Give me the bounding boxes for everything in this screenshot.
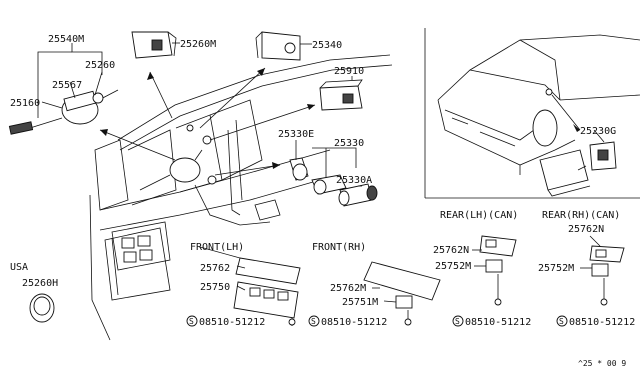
combination-switch: [8, 89, 119, 135]
leader-25330: [312, 147, 357, 168]
label-usa: USA: [10, 262, 28, 273]
leader-25540M-left: [37, 51, 72, 118]
leader-25762N-rh: [589, 235, 601, 247]
callout-25160: 25160: [10, 98, 40, 109]
leader-25751M: [383, 300, 397, 303]
callout-25330E: 25330E: [278, 129, 314, 140]
callout-25752M-lh: 25752M: [435, 261, 471, 272]
leader-25260: [94, 71, 103, 96]
callout-25260M: 25260M: [180, 39, 216, 50]
screw-symbol-3: S: [455, 317, 460, 326]
inset-frame: [424, 28, 640, 199]
label-rear-lh-can: REAR(LH)(CAN): [440, 210, 518, 221]
callout-25762N-rh: 25762N: [568, 224, 604, 235]
callout-25750: 25750: [200, 282, 230, 293]
callout-25910: 25910: [334, 66, 364, 77]
screw-part-2: 08510-51212: [321, 317, 387, 328]
label-front-rh: FRONT(RH): [312, 242, 366, 253]
callout-25762-front: 25762: [200, 263, 230, 274]
front-rh-window-switch: [363, 261, 441, 326]
callout-25540M: 25540M: [48, 34, 84, 45]
guide-front-lh: [199, 246, 241, 259]
switch-25260M: [131, 31, 177, 59]
switch-25340: [255, 31, 301, 61]
leader-25540M: [71, 43, 103, 75]
leader-25762-front: [236, 265, 246, 269]
arrow-lines: [99, 67, 316, 176]
leader-25567: [69, 81, 76, 99]
callout-25752M-rh: 25752M: [538, 263, 574, 274]
switch-25230G: [539, 141, 617, 197]
arrow-car-switch: [573, 124, 580, 132]
callout-25260: 25260: [85, 60, 115, 71]
car-illustration: [437, 34, 640, 175]
front-lh-window-switch: [233, 257, 301, 326]
screw-part-3: 08510-51212: [465, 317, 531, 328]
screw-symbol-1: S: [189, 317, 194, 326]
callout-25230G: 25230G: [580, 126, 616, 137]
rear-rh-window-switch: [589, 245, 625, 306]
callout-25330A: 25330A: [336, 175, 372, 186]
leader-25160: [41, 101, 63, 109]
callout-25751M: 25751M: [342, 297, 378, 308]
leader-25750: [236, 285, 246, 291]
footer-code: ^25 * 00 9: [578, 359, 626, 368]
callout-25340: 25340: [312, 40, 342, 51]
screw-symbols: S S S S: [186, 315, 568, 327]
callout-25762M: 25762M: [330, 283, 366, 294]
knob-25260H: [29, 293, 55, 323]
screw-part-4: 08510-51212: [569, 317, 635, 328]
switch-25910: [319, 79, 363, 111]
screw-symbol-4: S: [559, 317, 564, 326]
callout-25330: 25330: [334, 138, 364, 149]
callout-25567: 25567: [52, 80, 82, 91]
leader-25230G: [593, 129, 605, 143]
screw-symbol-2: S: [311, 317, 316, 326]
rear-lh-window-switch: [479, 235, 517, 306]
callout-25762N-lh: 25762N: [433, 245, 469, 256]
label-front-lh: FRONT(LH): [190, 242, 244, 253]
screw-part-1: 08510-51212: [199, 317, 265, 328]
leader-car-switch: [551, 94, 581, 131]
cigarette-lighter: [289, 157, 378, 207]
callout-25260H: 25260H: [22, 278, 58, 289]
label-rear-rh-can: REAR(RH)(CAN): [542, 210, 620, 221]
dashboard-illustration: [89, 54, 393, 341]
